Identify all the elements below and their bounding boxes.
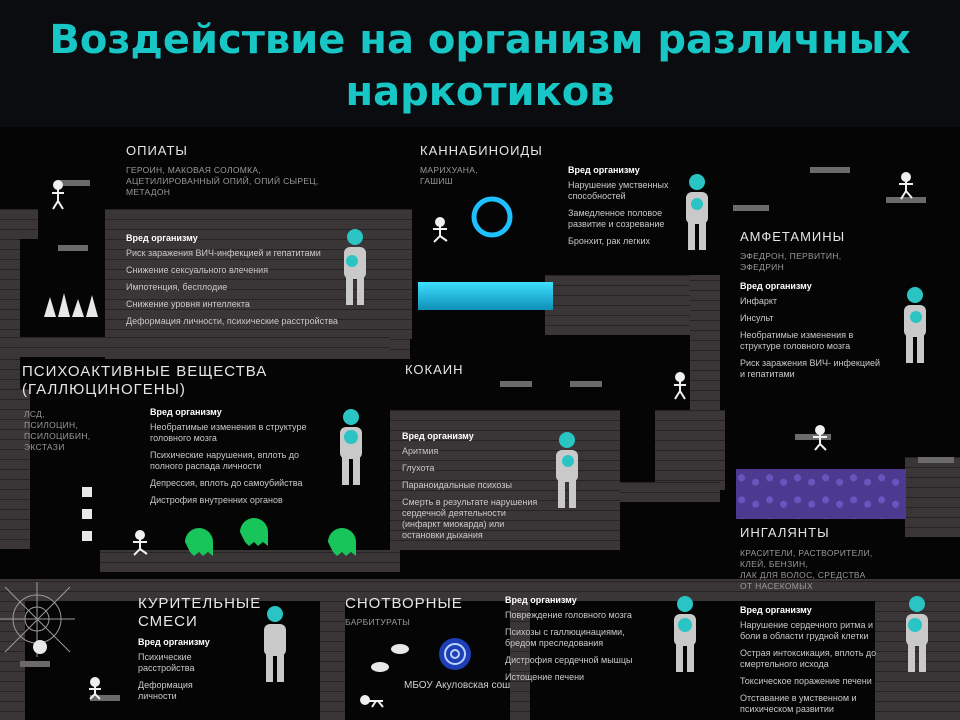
section-title-psychoactive: ПСИХОАКТИВНЫЕ ВЕЩЕСТВА(ГАЛЛЮЦИНОГЕНЫ) <box>22 363 268 398</box>
header-band: Воздействие на организм различных наркот… <box>0 0 960 127</box>
harm-list-sleeping: Вред организму Повреждение головного моз… <box>505 595 633 682</box>
blue-water-pool <box>418 282 553 310</box>
flame-ring-icon <box>471 196 513 238</box>
section-title-amphetamines: АМФЕТАМИНЫ <box>740 229 846 244</box>
brick-floor-2 <box>100 550 400 572</box>
brick-ledge-cocaine <box>620 482 720 502</box>
brick-block-cocaine <box>390 410 620 550</box>
floating-ledge <box>918 457 954 463</box>
floating-ledge <box>570 381 602 387</box>
floating-ledge <box>58 245 88 251</box>
tablet-pill-icon <box>371 644 409 672</box>
section-title-opiates: ОПИАТЫ <box>126 143 188 158</box>
floating-ledge <box>58 180 90 186</box>
section-title-inhalants: ИНГАЛЯНТЫ <box>740 525 830 540</box>
section-sub-psychoactive: ЛСД,ПСИЛОЦИН,ПСИЛОЦИБИН,ЭКСТАЗИ <box>24 409 91 452</box>
floating-ledge <box>500 381 532 387</box>
person-figure <box>686 174 708 250</box>
spiral-icon <box>439 638 471 670</box>
person-figure <box>264 606 286 682</box>
footer-caption: МБОУ Акуловская сош <box>404 680 511 691</box>
person-figure <box>340 409 362 485</box>
game-decorations <box>0 172 913 708</box>
brick-pillar-center <box>390 209 412 339</box>
harm-list-opiates: Вред организму Риск заражения ВИЧ-инфекц… <box>126 233 338 326</box>
infographic-board: ОПИАТЫ ГЕРОИН, МАКОВАЯ СОЛОМКА,АЦЕТИЛИРО… <box>0 127 960 720</box>
harm-list-inhalants: Вред организму Нарушение сердечного ритм… <box>740 605 877 714</box>
section-title-cocaine: КОКАИН <box>405 362 464 377</box>
floating-ledge <box>733 205 769 211</box>
brick-block-far-right <box>905 457 960 537</box>
floating-ledge <box>886 197 926 203</box>
section-sub-inhalants: КРАСИТЕЛИ, РАСТВОРИТЕЛИ,КЛЕЙ, БЕНЗИН,ЛАК… <box>740 548 873 591</box>
harm-list-psychoactive: Вред организму Необратимые изменения в с… <box>150 407 307 505</box>
floating-ledge <box>90 695 120 701</box>
brick-wall-mid <box>0 389 30 549</box>
section-sub-sleeping: БАРБИТУРАТЫ <box>345 617 411 627</box>
brick-wall-bottom <box>0 601 25 720</box>
person-figure <box>556 432 578 508</box>
person-figure <box>344 229 366 305</box>
purple-toxic-pool <box>736 469 906 519</box>
spider-icon <box>33 640 47 654</box>
brick-divider-bottom <box>320 601 345 720</box>
brick-floor-1 <box>0 337 390 357</box>
section-sub-amphetamines: ЭФЕДРОН, ПЕРВИТИН,ЭФЕДРИН <box>740 251 842 272</box>
person-figure <box>674 596 696 672</box>
person-figure <box>906 596 928 672</box>
brick-ledge-left <box>20 209 38 239</box>
brick-divider-bottom-2 <box>510 601 530 720</box>
floating-ledge <box>810 167 850 173</box>
ghost-icon <box>185 518 356 556</box>
floating-ledge <box>20 661 50 667</box>
brick-step <box>655 410 725 490</box>
spike-icon <box>44 293 98 317</box>
spider-web-icon <box>0 582 75 657</box>
blotter-icon <box>82 487 92 541</box>
page-title: Воздействие на организм различных наркот… <box>49 17 911 115</box>
section-title-cannabinoids: КАННАБИНОИДЫ <box>420 143 543 158</box>
section-sub-opiates: ГЕРОИН, МАКОВАЯ СОЛОМКА,АЦЕТИЛИРОВАННЫЙ … <box>126 165 319 197</box>
section-title-sleeping: СНОТВОРНЫЕ <box>345 595 463 612</box>
harm-list-cannabinoids: Вред организму Нарушение умственных спос… <box>568 165 669 246</box>
section-sub-cannabinoids: МАРИХУАНА,ГАШИШ <box>420 165 478 186</box>
brick-floor-3 <box>0 579 960 601</box>
stick-figure-icon <box>52 172 913 708</box>
person-figure <box>904 287 926 363</box>
